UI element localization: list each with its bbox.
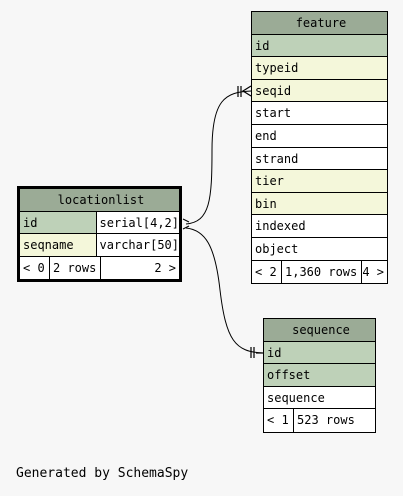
children-count[interactable]: 4 > <box>361 260 387 284</box>
column-row[interactable]: offset <box>264 364 375 387</box>
column-name: id <box>23 215 38 230</box>
column-row[interactable]: seqid <box>252 79 387 103</box>
table-title: feature <box>295 16 347 30</box>
column-row[interactable]: typeid <box>252 57 387 80</box>
parents-count[interactable]: < 2 <box>255 264 277 279</box>
column-name: id <box>267 345 282 360</box>
children-count[interactable]: 2 > <box>100 256 179 280</box>
table-header[interactable]: sequence <box>264 319 375 342</box>
edge-sequence-arrowhead <box>250 347 263 358</box>
edge-locationlist-end <box>182 218 190 230</box>
row-count: 523 rows <box>293 409 375 432</box>
column-type: varchar[50] <box>95 234 179 256</box>
column-name: indexed <box>255 219 306 234</box>
column-row[interactable]: tier <box>252 170 387 193</box>
column-name: seqid <box>255 83 292 98</box>
table-locationlist[interactable]: locationlist id serial[4,2] seqname varc… <box>17 186 182 283</box>
table-footer: < 1 523 rows <box>264 409 375 432</box>
column-row[interactable]: start <box>252 102 387 125</box>
edge-feature-arrowhead <box>237 85 252 97</box>
parents-count[interactable]: < 0 <box>23 260 45 275</box>
column-name: bin <box>255 196 277 211</box>
table-header[interactable]: locationlist <box>20 189 179 212</box>
row-count: 2 rows <box>49 256 100 280</box>
row-count: 1,360 rows <box>281 260 361 284</box>
column-row[interactable]: id <box>264 341 375 365</box>
column-row[interactable]: id <box>252 34 387 58</box>
column-name: end <box>255 128 277 143</box>
table-title: locationlist <box>57 193 145 207</box>
column-name: strand <box>255 151 299 166</box>
column-name: start <box>255 106 292 121</box>
column-row[interactable]: indexed <box>252 215 387 238</box>
table-sequence[interactable]: sequence id offset sequence < 1 523 rows <box>263 318 376 433</box>
parents-count[interactable]: < 1 <box>267 413 289 428</box>
table-feature[interactable]: feature id typeid seqid start end strand… <box>251 11 388 285</box>
table-footer: < 0 2 rows 2 > <box>20 256 179 280</box>
column-name: object <box>255 241 299 256</box>
table-header[interactable]: feature <box>252 12 387 35</box>
generated-by-text: Generated by SchemaSpy <box>16 466 189 481</box>
column-row[interactable]: seqname varchar[50] <box>20 234 179 257</box>
column-name: id <box>255 38 270 53</box>
column-type: serial[4,2] <box>95 211 179 234</box>
table-title: sequence <box>292 323 350 337</box>
column-name: seqname <box>23 238 74 253</box>
column-name: offset <box>267 368 311 383</box>
column-row[interactable]: id serial[4,2] <box>20 211 179 235</box>
column-row[interactable]: end <box>252 124 387 148</box>
column-name: sequence <box>267 390 325 405</box>
column-row[interactable]: strand <box>252 147 387 171</box>
edge-locationlist-feature <box>185 90 252 225</box>
column-row[interactable]: bin <box>252 192 387 216</box>
column-name: tier <box>255 174 284 189</box>
column-name: typeid <box>255 61 299 76</box>
column-row[interactable]: sequence <box>264 386 375 410</box>
edge-locationlist-sequence <box>185 227 264 354</box>
table-footer: < 2 1,360 rows 4 > <box>252 260 387 284</box>
column-row[interactable]: object <box>252 237 387 261</box>
